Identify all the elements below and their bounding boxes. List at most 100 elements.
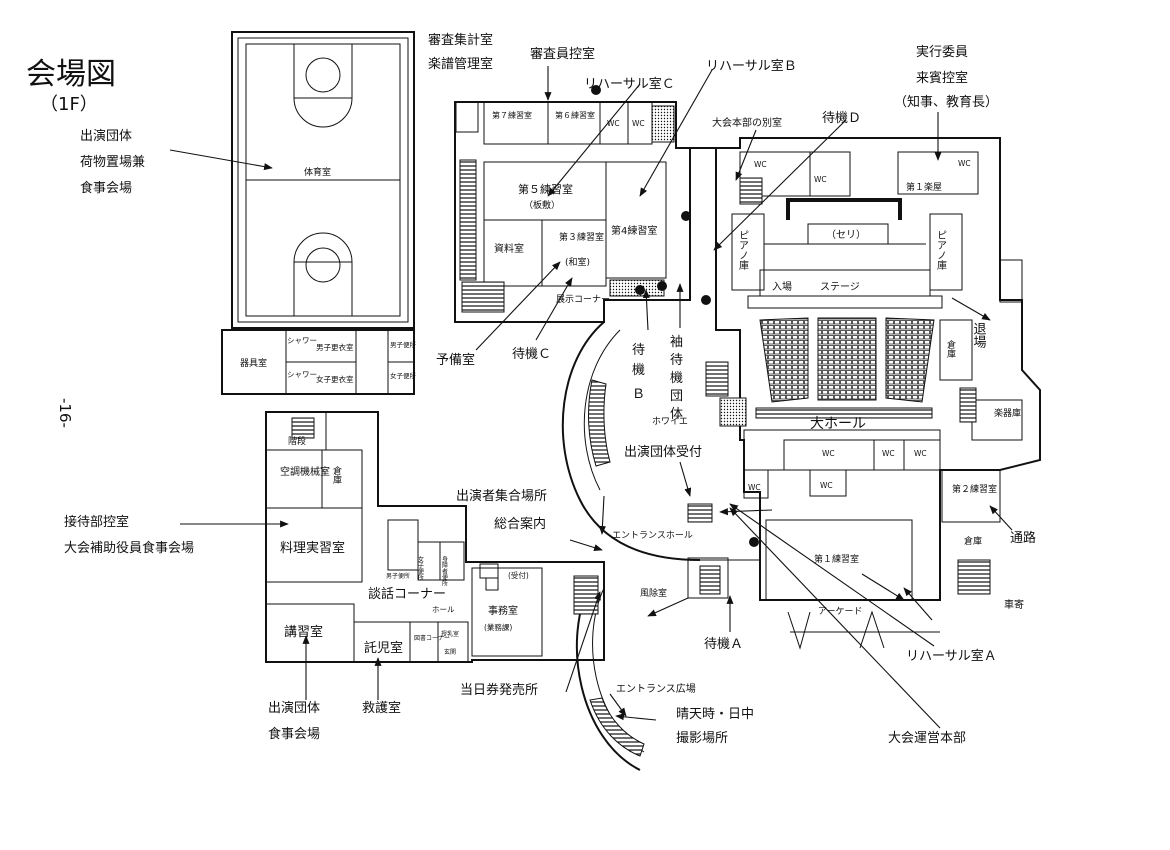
foyer-block xyxy=(561,321,940,771)
room-reception-small: (受付) xyxy=(508,570,529,580)
room-disabled-toilet: 身障者便所 xyxy=(441,555,448,587)
marker-dot xyxy=(657,281,667,291)
room-storage-left: 倉庫 xyxy=(331,465,342,485)
room-womens-toilet-small: 女子便所 xyxy=(417,555,424,581)
room-archive: 資料室 xyxy=(494,242,524,255)
room-practice-7: 第７練習室 xyxy=(492,110,532,120)
room-piano-left: ピアノ庫 xyxy=(737,230,749,271)
label-standby-a: 待機Ａ xyxy=(704,637,743,652)
room-lecture: 講習室 xyxy=(284,624,323,640)
marker-dot xyxy=(681,211,691,221)
label-sunny-2: 撮影場所 xyxy=(676,730,728,746)
marker-dot xyxy=(701,295,711,305)
room-wc-f: WC xyxy=(822,449,835,458)
room-wc-i: WC xyxy=(748,483,761,492)
label-car-stop: 車寄 xyxy=(1004,598,1024,611)
room-main-hall: 大ホール xyxy=(810,416,866,432)
room-wc-h: WC xyxy=(914,449,927,458)
label-rehearsal-c: リハーサル室Ｃ xyxy=(584,76,675,92)
room-hall-small: ホール xyxy=(432,605,455,614)
label-exec-committee: 実行委員 xyxy=(916,44,968,60)
room-practice-6: 第６練習室 xyxy=(555,110,595,120)
label-reception-staff: 接待部控室 xyxy=(64,514,129,530)
room-gym: 体育室 xyxy=(304,166,331,178)
label-luggage: 荷物置場兼 xyxy=(80,155,145,170)
label-helper-meal: 大会補助役員食事会場 xyxy=(64,540,194,556)
hall-block xyxy=(690,137,1041,601)
label-guest-wait: 来賓控室 xyxy=(916,70,968,86)
room-mens-changing: 男子更衣室 xyxy=(316,342,354,352)
label-judges-wait: 審査員控室 xyxy=(530,46,595,62)
room-windbreak: 風除室 xyxy=(640,587,667,599)
room-wc-g: WC xyxy=(882,449,895,458)
room-nursing: 授乳室 xyxy=(441,630,459,638)
room-office: 事務室 xyxy=(488,604,518,617)
label-sode-2: 待 xyxy=(670,353,683,368)
room-practice-5-sub: （板敷） xyxy=(524,199,560,211)
room-seri: （セリ） xyxy=(826,229,866,241)
label-standby-b-1: 待 xyxy=(632,343,645,358)
room-practice-1: 第１練習室 xyxy=(814,553,859,565)
label-standby-b-3: Ｂ xyxy=(632,387,645,402)
label-sunny-1: 晴天時・日中 xyxy=(676,707,754,722)
room-exhibit-corner: 展示コーナー xyxy=(556,294,610,305)
label-perf-reception: 出演団体受付 xyxy=(624,444,702,460)
marker-dot xyxy=(635,285,645,295)
label-exit: 退場 xyxy=(971,322,987,348)
room-shower-1: シャワー xyxy=(287,336,317,345)
callout-arrows xyxy=(169,66,1013,729)
label-annex: 大会本部の別室 xyxy=(712,116,782,129)
label-guest-note: （知事、教育長） xyxy=(894,94,998,110)
label-same-day-tickets: 当日券発売所 xyxy=(460,682,538,698)
label-spare-room: 予備室 xyxy=(436,352,475,368)
room-shower-2: シャワー xyxy=(287,370,317,379)
label-info-desk: 総合案内 xyxy=(494,516,546,532)
room-mens-toilet-small: 男子便所 xyxy=(386,572,410,580)
room-practice-3-sub: (和室) xyxy=(565,256,590,268)
label-hq: 大会運営本部 xyxy=(888,731,966,746)
room-womens-toilet: 女子便所 xyxy=(390,371,417,380)
label-perf-group-1: 出演団体 xyxy=(80,128,132,144)
label-meal-hall: 食事会場 xyxy=(80,180,132,196)
label-standby-c: 待機Ｃ xyxy=(512,347,551,362)
label-rehearsal-b: リハーサル室Ｂ xyxy=(706,58,797,74)
label-sode-4: 団 xyxy=(670,389,683,404)
label-rehearsal-a: リハーサル室Ａ xyxy=(906,648,997,664)
room-storage-bottom: 倉庫 xyxy=(964,535,982,547)
room-entrance-hall: エントランスホール xyxy=(612,530,693,541)
location-markers xyxy=(591,85,759,547)
room-mens-toilet: 男子便所 xyxy=(390,340,417,349)
label-score-room: 楽譜管理室 xyxy=(428,56,493,72)
room-entrance-small: 玄関 xyxy=(444,648,456,656)
room-office-sub: (業務課) xyxy=(484,622,512,632)
room-tool-room: 器具室 xyxy=(240,357,267,369)
label-perf-meal-2: 食事会場 xyxy=(268,726,320,742)
room-wc-a: WC xyxy=(607,119,620,128)
room-instrument-storage: 楽器庫 xyxy=(994,407,1021,419)
room-wc-j: WC xyxy=(820,481,833,490)
room-aircon: 空調機械室 xyxy=(280,465,330,478)
room-wc-c: WC xyxy=(754,160,767,169)
room-cooking: 料理実習室 xyxy=(280,540,345,556)
label-judges-tally: 審査集計室 xyxy=(428,32,493,48)
page-title: 会場図 xyxy=(26,57,116,92)
label-sode-3: 機 xyxy=(670,371,683,386)
floor-label: （1F） xyxy=(40,94,98,115)
label-performer-assembly: 出演者集合場所 xyxy=(456,488,547,504)
page-number: -16- xyxy=(56,398,74,428)
community-block xyxy=(265,411,605,663)
room-green-room-1: 第１楽屋 xyxy=(906,181,942,193)
room-practice-5: 第５練習室 xyxy=(518,182,573,196)
room-stairs: 階段 xyxy=(288,435,306,447)
room-arcade: アーケード xyxy=(818,606,862,617)
label-standby-d: 待機Ｄ xyxy=(822,111,861,126)
gym-block xyxy=(221,31,415,395)
room-lounge: 談話コーナー xyxy=(368,586,446,602)
room-wc-b: WC xyxy=(632,119,645,128)
room-practice-2: 第２練習室 xyxy=(952,483,997,495)
label-sode-1: 袖 xyxy=(670,335,683,350)
practice-block xyxy=(454,101,691,323)
label-perf-meal-1: 出演団体 xyxy=(268,700,320,716)
